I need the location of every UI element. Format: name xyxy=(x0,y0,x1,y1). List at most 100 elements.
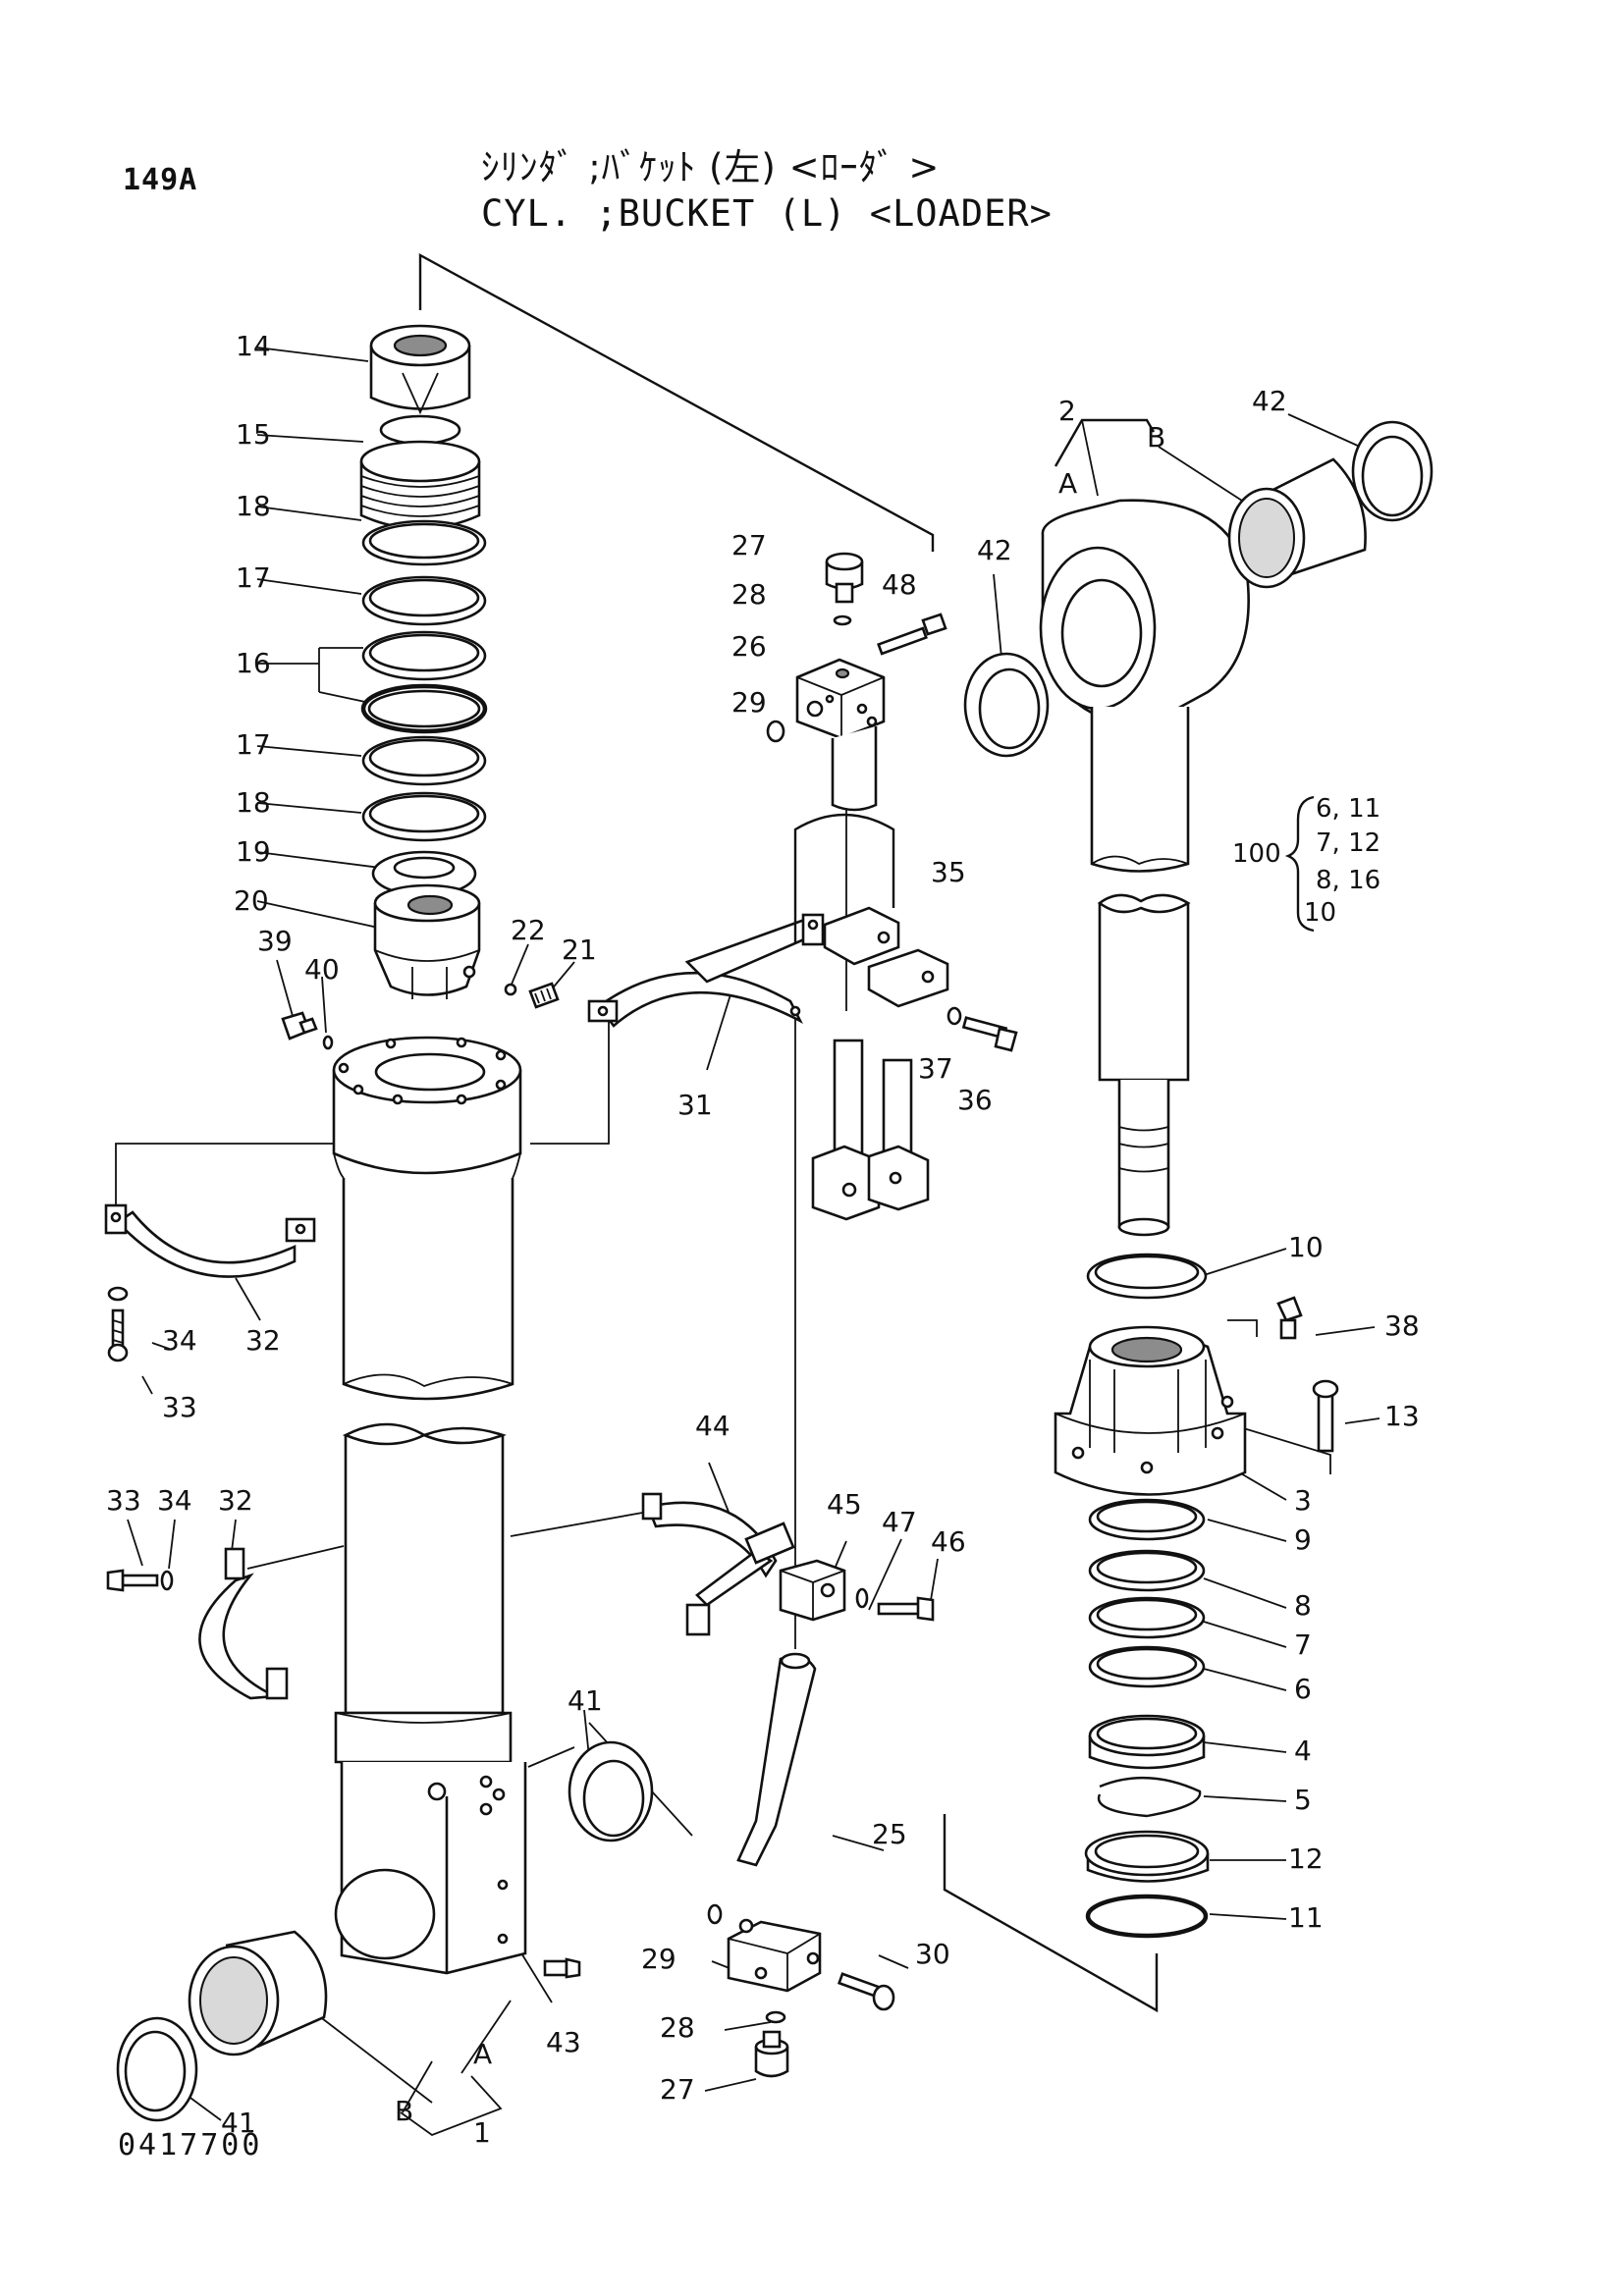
part-12-seal xyxy=(1084,1830,1210,1883)
callout-22: 22 xyxy=(511,914,546,946)
part-2-rod-lower xyxy=(1097,893,1191,1237)
callout-34-b: 34 xyxy=(157,1484,192,1517)
part-8-ring xyxy=(1088,1549,1206,1592)
part-1-cylinder-tube xyxy=(332,1036,522,1401)
callout-8: 8 xyxy=(1294,1589,1312,1622)
kit-note-100: 100 6, 11 7, 12 8, 16 10 xyxy=(1232,794,1380,933)
callout-labels: 14 15 18 17 16 17 18 19 20 22 21 39 40 3… xyxy=(106,330,1420,2149)
callout-11: 11 xyxy=(1288,1901,1324,1934)
callout-42-b: 42 xyxy=(977,534,1012,566)
page-code: 149A xyxy=(123,163,198,197)
kit-number: 100 xyxy=(1232,839,1281,869)
callout-21: 21 xyxy=(562,934,597,966)
callout-29-b: 29 xyxy=(641,1943,676,1975)
title-japanese: ｼﾘﾝﾀﾞ ;ﾊﾞｹｯﾄ (左) <ﾛｰﾀﾞ > xyxy=(481,146,941,188)
callout-46: 46 xyxy=(931,1525,966,1558)
part-18-backup-ring xyxy=(361,519,487,566)
callout-28: 28 xyxy=(731,578,767,611)
part-33-bolt xyxy=(107,1308,129,1362)
callout-18-b: 18 xyxy=(236,786,271,819)
part-17-backup-ring xyxy=(361,575,487,626)
part-42-dust-seal xyxy=(1351,420,1434,522)
part-41-dust-seal-b xyxy=(116,2016,198,2122)
callout-29: 29 xyxy=(731,686,767,719)
callout-9: 9 xyxy=(1294,1523,1312,1556)
kit-line-3: 8, 16 xyxy=(1316,866,1380,895)
callout-13: 13 xyxy=(1384,1400,1420,1432)
part-28-o-ring-b xyxy=(765,2010,786,2024)
part-25-pipe xyxy=(727,1652,822,1993)
callout-47: 47 xyxy=(882,1506,917,1538)
callout-39: 39 xyxy=(257,925,293,957)
part-2-rod-eye xyxy=(1039,499,1250,873)
callout-25: 25 xyxy=(872,1818,907,1850)
part-33-bolt-b xyxy=(106,1569,159,1592)
part-22-ball xyxy=(504,983,517,996)
part-43-grease-nipple xyxy=(543,1957,581,1979)
callout-27-b: 27 xyxy=(660,2073,695,2106)
part-19-cushion-ring xyxy=(371,850,477,897)
part-15-gland xyxy=(359,414,481,530)
part-4-wear-ring xyxy=(1088,1714,1206,1770)
callout-43: 43 xyxy=(546,2026,581,2058)
kit-line-1: 6, 11 xyxy=(1316,794,1380,824)
part-46-bolt xyxy=(877,1596,935,1622)
callout-40: 40 xyxy=(304,953,340,986)
callout-30: 30 xyxy=(915,1938,950,1970)
callout-10: 10 xyxy=(1288,1231,1324,1263)
part-13-bolt xyxy=(1312,1379,1339,1453)
part-32-clamp-b xyxy=(198,1547,289,1700)
callout-19: 19 xyxy=(236,835,271,868)
part-37-washer xyxy=(947,1006,962,1026)
kit-line-4: 10 xyxy=(1304,898,1336,928)
callout-32: 32 xyxy=(245,1324,281,1357)
callout-2: 2 xyxy=(1058,395,1076,427)
callout-35: 35 xyxy=(931,856,966,888)
part-27-plug-b xyxy=(754,2030,789,2078)
callout-5: 5 xyxy=(1294,1784,1312,1816)
part-35-pipe-clamp xyxy=(793,813,949,1008)
part-34-washer xyxy=(107,1286,129,1302)
callout-41-b: 41 xyxy=(221,2107,256,2139)
part-32-clamp xyxy=(104,1203,316,1278)
callout-32-b: 32 xyxy=(218,1484,253,1517)
callout-12: 12 xyxy=(1288,1842,1324,1875)
part-34-washer-b xyxy=(160,1570,174,1591)
callout-B-right: B xyxy=(1147,421,1165,454)
part-42-dust-seal-b xyxy=(963,652,1050,758)
callout-31: 31 xyxy=(677,1089,713,1121)
part-b-bushing-right xyxy=(1227,457,1367,589)
part-14-dust-seal xyxy=(369,324,471,415)
callout-48: 48 xyxy=(882,568,917,601)
part-31-clamp xyxy=(587,913,825,1028)
part-20-nut xyxy=(373,883,481,999)
part-45-pipe-clamp xyxy=(779,1559,846,1622)
part-21-set-screw xyxy=(528,982,560,1009)
part-17-backup-ring-b xyxy=(361,735,487,786)
callout-27: 27 xyxy=(731,529,767,561)
part-28-o-ring xyxy=(833,614,852,626)
callout-1: 1 xyxy=(473,2116,491,2149)
title-english: CYL. ;BUCKET (L) <LOADER> xyxy=(481,192,1053,235)
part-27-plug xyxy=(825,552,864,604)
callout-7: 7 xyxy=(1294,1629,1312,1661)
part-29-o-ring-b xyxy=(707,1903,723,1925)
callout-15: 15 xyxy=(236,418,271,451)
part-10-seal xyxy=(1086,1253,1208,1300)
part-1-lower-tube xyxy=(334,1422,527,1975)
callout-45: 45 xyxy=(827,1488,862,1521)
part-47-washer xyxy=(855,1587,869,1609)
part-39-plug xyxy=(281,1011,318,1041)
callout-42: 42 xyxy=(1252,385,1287,417)
part-48-bolt xyxy=(877,613,947,656)
callout-6: 6 xyxy=(1294,1673,1312,1705)
part-6-ring xyxy=(1088,1645,1206,1688)
part-40-o-ring xyxy=(322,1035,334,1050)
part-16-rod-seal xyxy=(360,630,488,734)
part-9-ring xyxy=(1088,1498,1206,1541)
part-7-ring xyxy=(1088,1596,1206,1639)
callout-37: 37 xyxy=(918,1052,953,1085)
callout-28-b: 28 xyxy=(660,2011,695,2044)
part-pipe-upper xyxy=(811,1039,930,1221)
part-11-o-ring xyxy=(1085,1894,1209,1939)
